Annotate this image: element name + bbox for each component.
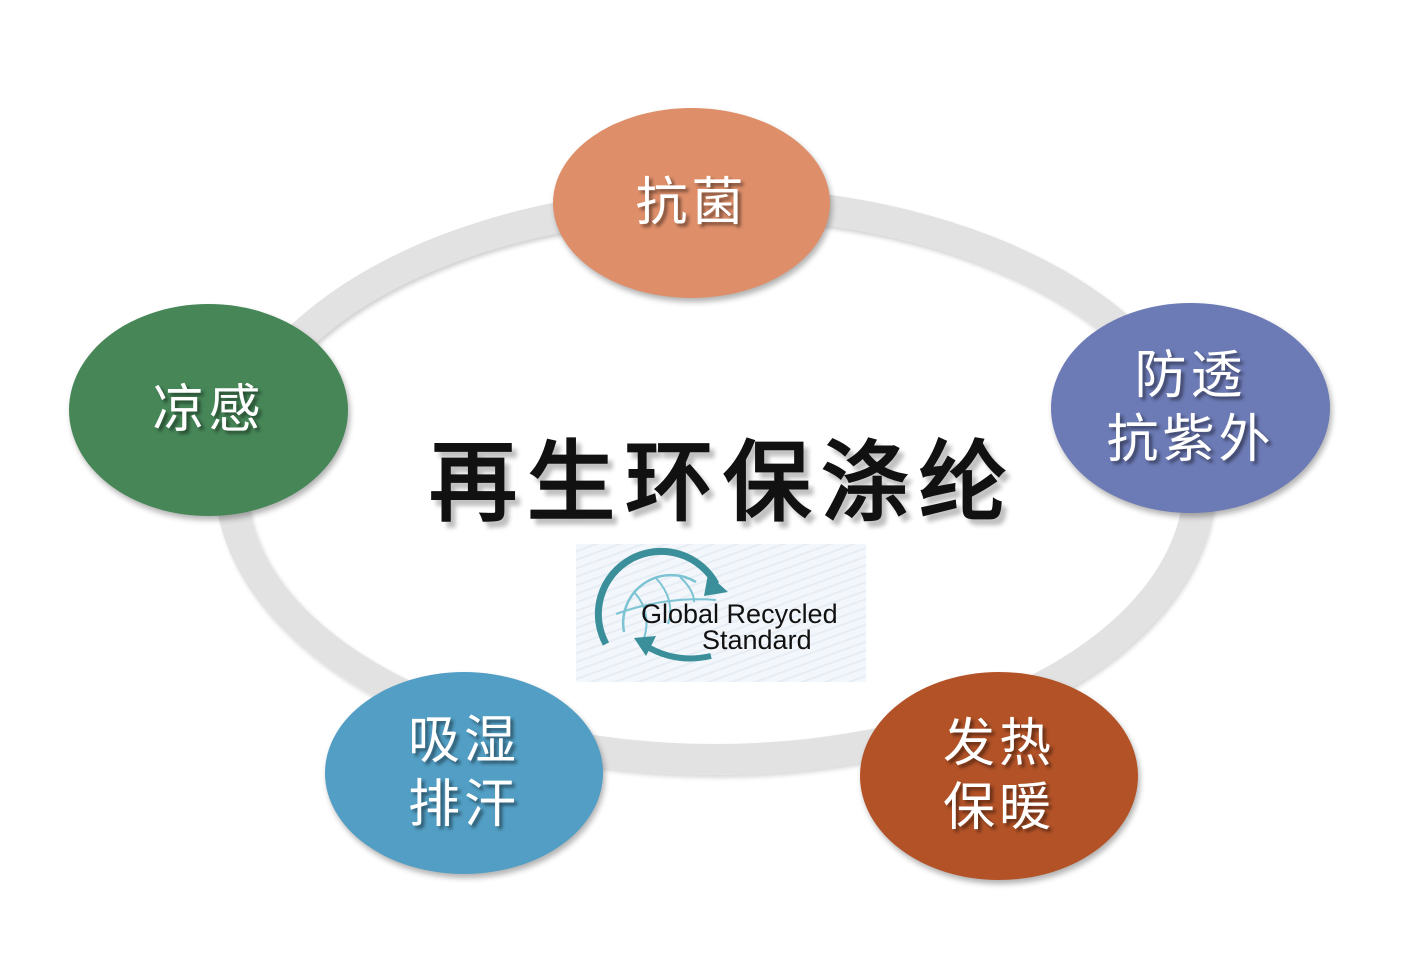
globe-recycle-arrows-icon bbox=[594, 547, 728, 662]
node-heat-warmth: 发热 保暖 bbox=[860, 672, 1138, 880]
node-antibacterial: 抗菌 bbox=[553, 108, 830, 298]
grs-logo: Global Recycled Standard bbox=[576, 544, 866, 682]
node-label: 抗菌 bbox=[635, 173, 748, 233]
node-label: 吸湿 bbox=[407, 711, 520, 771]
logo-text-line2: Standard bbox=[702, 625, 812, 655]
center-title: 再生环保涤纶 bbox=[428, 431, 1017, 534]
node-label: 防透 bbox=[1134, 346, 1247, 406]
node-label: 凉感 bbox=[152, 380, 265, 440]
node-label: 发热 bbox=[942, 714, 1055, 774]
node-label: 排汗 bbox=[407, 775, 520, 835]
node-cooling: 凉感 bbox=[69, 304, 348, 516]
node-label: 抗紫外 bbox=[1106, 410, 1275, 470]
node-label: 保暖 bbox=[942, 778, 1055, 838]
node-moisture-wicking: 吸湿 排汗 bbox=[325, 672, 603, 874]
node-uv-protection: 防透 抗紫外 bbox=[1051, 303, 1330, 513]
logo-text-line1: Global Recycled bbox=[641, 599, 838, 629]
